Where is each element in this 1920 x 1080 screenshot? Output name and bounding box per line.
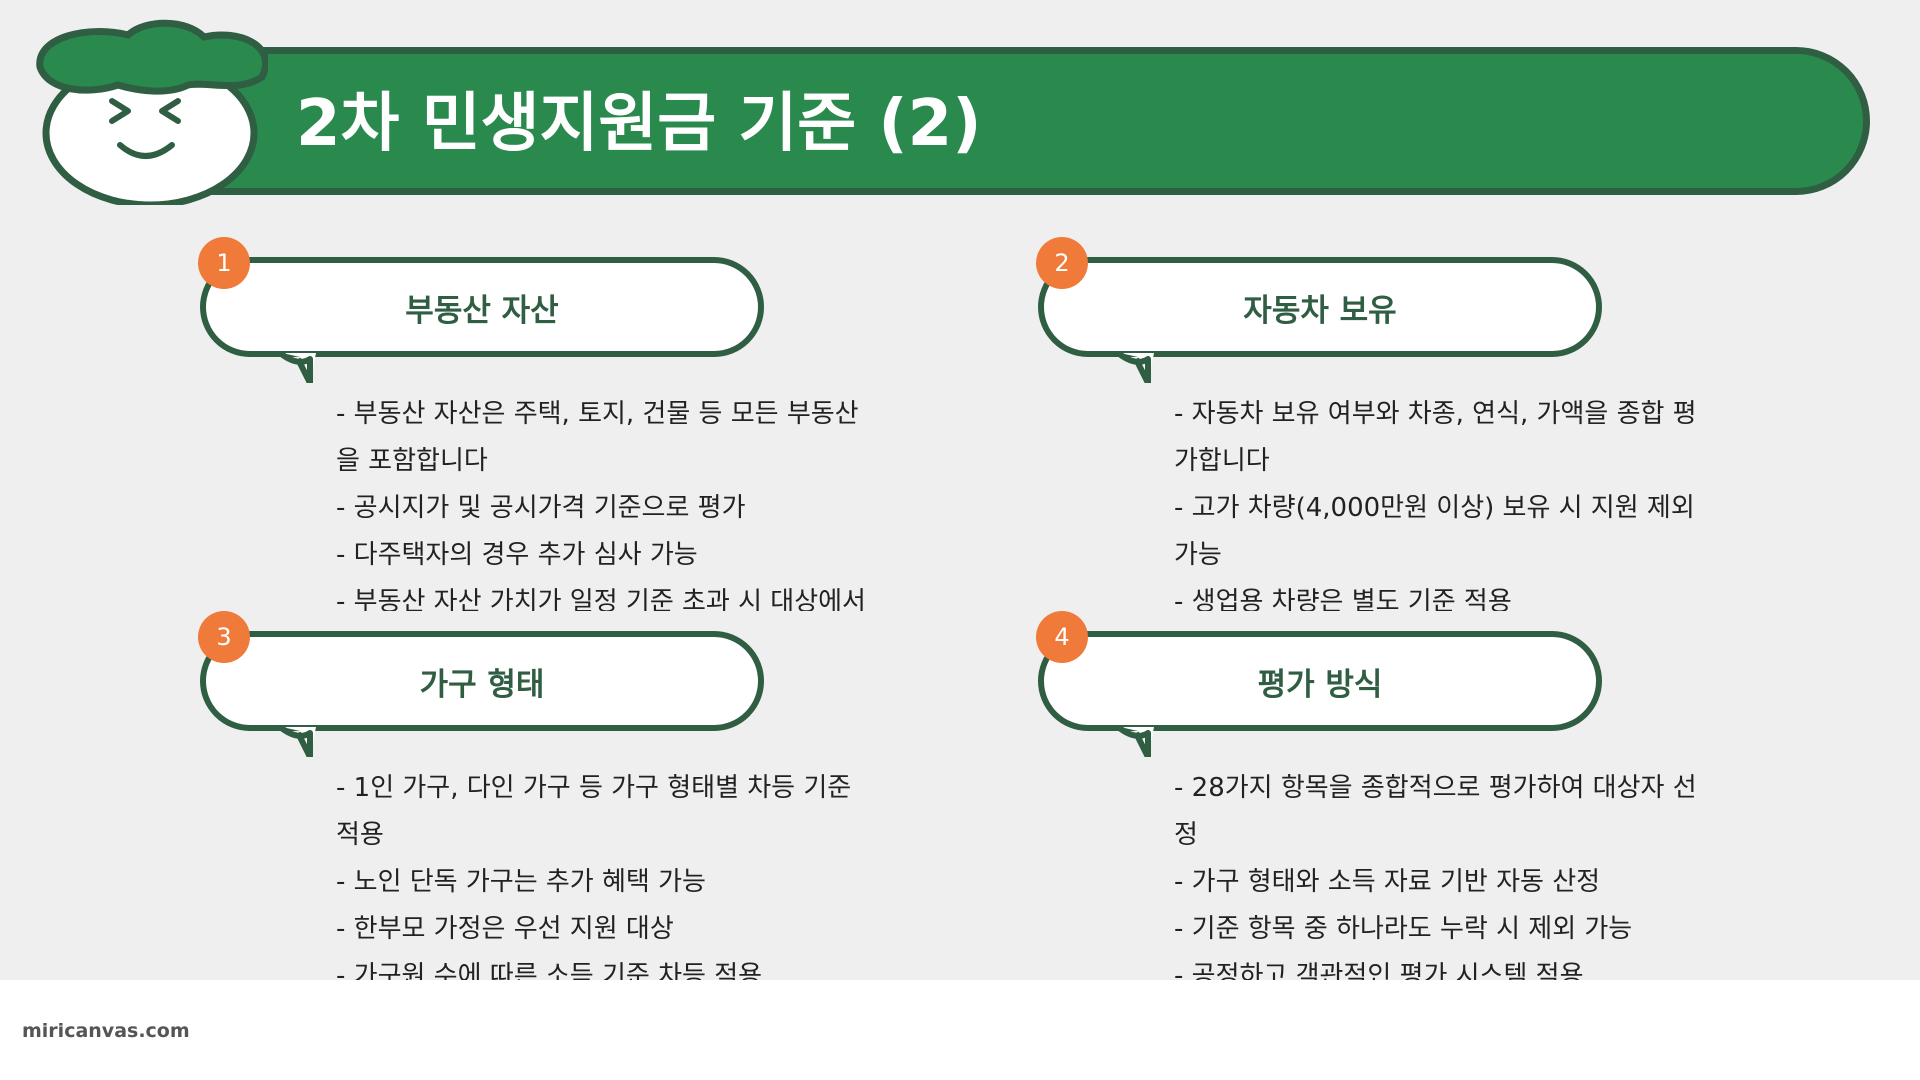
card-heading: 자동차 보유 [1243, 292, 1397, 329]
bubble-tail-icon [280, 353, 318, 383]
card-evaluation-method: 평가 방식 4 - 28가지 항목을 종합적으로 평가하여 대상자 선 정 - … [1036, 611, 1758, 980]
card-body: - 28가지 항목을 종합적으로 평가하여 대상자 선 정 - 가구 형태와 소… [1174, 765, 1734, 980]
bubble-tail-icon [1118, 353, 1156, 383]
number-badge: 3 [198, 611, 250, 663]
card-line: - 가구원 수에 따른 소득 기준 차등 적용 [336, 961, 763, 980]
page-title: 2차 민생지원금 기준 (2) [296, 87, 982, 161]
card-line: - 한부모 가정은 우선 지원 대상 [336, 914, 674, 944]
card-heading: 가구 형태 [419, 666, 545, 703]
card-line: 가능 [1174, 540, 1222, 570]
card-line: - 부동산 자산 가치가 일정 기준 초과 시 대상에서 [336, 587, 866, 611]
speech-bubble [200, 631, 764, 731]
card-line: - 자동차 보유 여부와 차종, 연식, 가액을 종합 평 [1174, 399, 1697, 429]
card-heading: 평가 방식 [1257, 666, 1383, 703]
card-body: - 자동차 보유 여부와 차종, 연식, 가액을 종합 평 가합니다 - 고가 … [1174, 391, 1734, 611]
watermark: miricanvas.com [22, 1020, 190, 1042]
number-badge: 4 [1036, 611, 1088, 663]
bubble-tail-icon [1118, 727, 1156, 757]
card-line: - 생업용 차량은 별도 기준 적용 [1174, 587, 1512, 611]
mascot-icon [36, 19, 268, 205]
number-badge: 1 [198, 237, 250, 289]
card-line: 정 [1174, 820, 1198, 850]
card-line: 가합니다 [1174, 446, 1270, 476]
card-household-type: 가구 형태 3 - 1인 가구, 다인 가구 등 가구 형태별 차등 기준 적용… [198, 611, 920, 980]
card-body: - 부동산 자산은 주택, 토지, 건물 등 모든 부동산 을 포함합니다 - … [336, 391, 896, 611]
card-line: 적용 [336, 820, 384, 850]
card-line: - 기준 항목 중 하나라도 누락 시 제외 가능 [1174, 914, 1633, 944]
card-line: 을 포함합니다 [336, 446, 488, 476]
card-line: - 1인 가구, 다인 가구 등 가구 형태별 차등 기준 [336, 773, 852, 803]
card-heading: 부동산 자산 [405, 292, 559, 329]
bubble-tail-icon [280, 727, 318, 757]
speech-bubble [1038, 631, 1602, 731]
title-bar [90, 47, 1870, 195]
card-line: - 부동산 자산은 주택, 토지, 건물 등 모든 부동산 [336, 399, 859, 429]
card-body: - 1인 가구, 다인 가구 등 가구 형태별 차등 기준 적용 - 노인 단독… [336, 765, 896, 980]
card-line: - 공정하고 객관적인 평가 시스템 적용 [1174, 961, 1584, 980]
card-line: - 고가 차량(4,000만원 이상) 보유 시 지원 제외 [1174, 493, 1695, 523]
card-real-estate: 부동산 자산 1 - 부동산 자산은 주택, 토지, 건물 등 모든 부동산 을… [198, 237, 920, 611]
speech-bubble [1038, 257, 1602, 357]
number-badge: 2 [1036, 237, 1088, 289]
slide: 2차 민생지원금 기준 (2) 부동산 자산 1 - 부동산 자산은 주택, 토… [0, 0, 1920, 980]
card-line: - 공시지가 및 공시가격 기준으로 평가 [336, 493, 746, 523]
card-car-ownership: 자동차 보유 2 - 자동차 보유 여부와 차종, 연식, 가액을 종합 평 가… [1036, 237, 1758, 611]
card-line: - 가구 형태와 소득 자료 기반 자동 산정 [1174, 867, 1601, 897]
card-line: - 노인 단독 가구는 추가 혜택 가능 [336, 867, 706, 897]
card-line: - 28가지 항목을 종합적으로 평가하여 대상자 선 [1174, 773, 1697, 803]
speech-bubble [200, 257, 764, 357]
card-line: - 다주택자의 경우 추가 심사 가능 [336, 540, 698, 570]
